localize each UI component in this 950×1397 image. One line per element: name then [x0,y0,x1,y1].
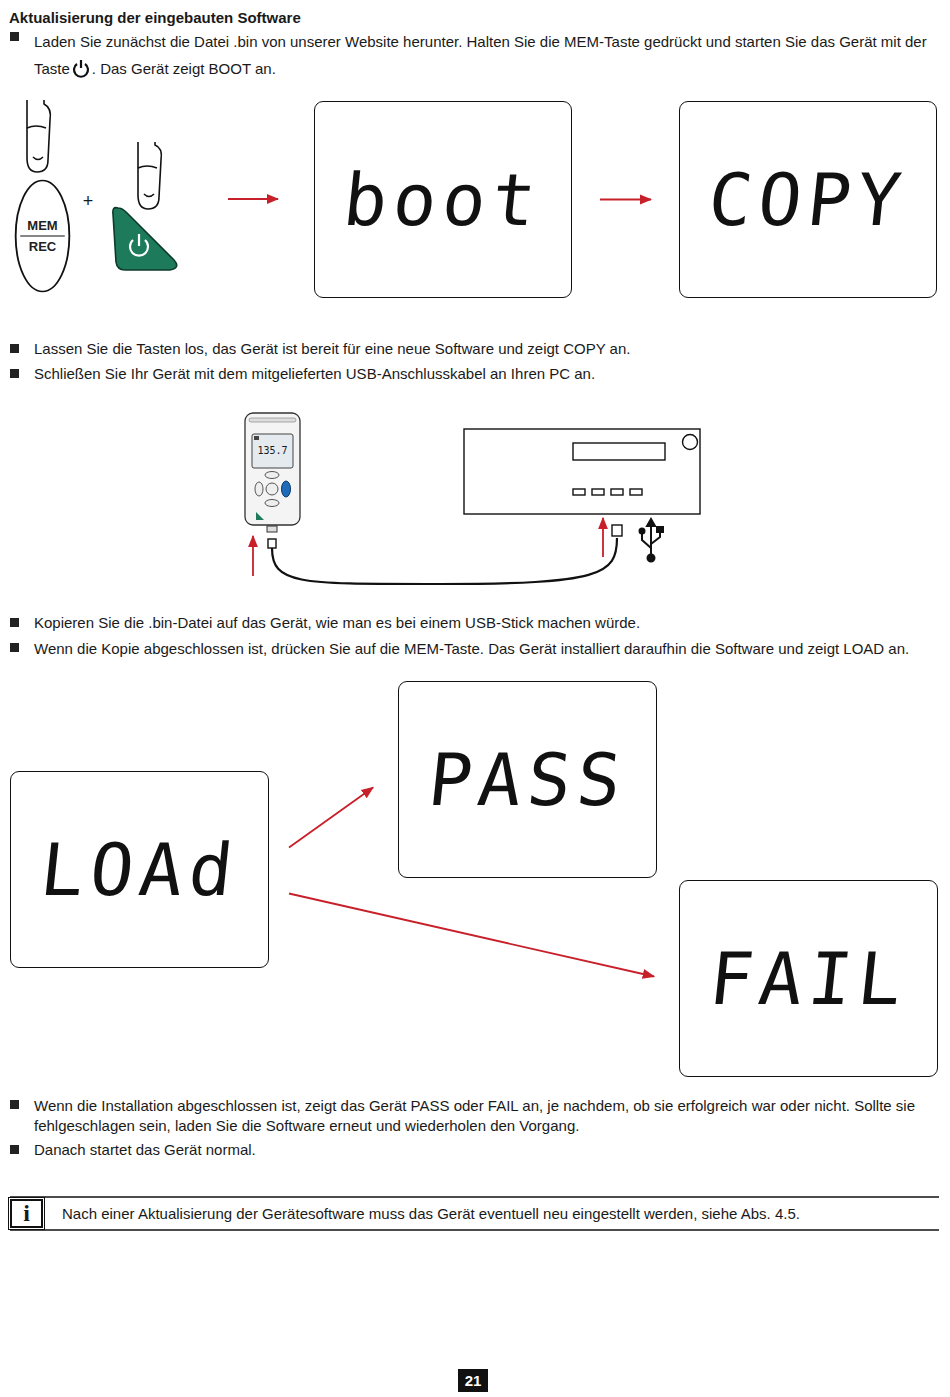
instruction-paragraph: Laden Sie zunächst die Datei .bin von un… [34,28,939,82]
usb-symbol [640,519,664,562]
pressing-finger [138,142,161,209]
note-text: Nach einer Aktualisierung der Gerätesoft… [62,1205,932,1223]
flow-arrow [600,199,651,201]
pointer-arrow [602,518,604,557]
instruction-text: Danach startet das Gerät normal. [34,1141,939,1159]
power-icon [71,58,91,78]
lcd-display: PASS [398,681,657,878]
lcd-text: boot [340,160,546,240]
button-outline [15,180,70,292]
flow-arrow [228,198,278,200]
lcd-text: PASS [425,740,631,820]
instruction-text: Schließen Sie Ihr Gerät mit dem mitgelie… [34,365,939,383]
mem-rec-button: MEM REC [15,180,70,292]
lcd-text: COPY [705,160,911,240]
pressing-finger [27,100,50,172]
button-label: REC [29,240,56,254]
display-reading: 135.7 [252,444,293,458]
power-button [113,208,177,270]
lcd-display: COPY [679,101,937,298]
instruction-text: . Das Gerät zeigt BOOT an. [92,60,276,77]
lcd-display: LOAd [10,771,269,968]
instruction-text: Lassen Sie die Tasten los, das Gerät ist… [34,340,939,358]
note-rule [10,1229,939,1230]
pc-drawing [464,429,700,514]
page-title: Aktualisierung der eingebauten Software [9,9,301,27]
info-icon: i [10,1199,43,1228]
lcd-text: FAIL [706,939,912,1019]
instruction-text: Kopieren Sie die .bin-Datei auf das Gerä… [34,614,939,632]
button-label: MEM [27,219,57,233]
lcd-text: LOAd [37,830,243,910]
bullet-squares [10,32,19,1154]
note-rule [10,1196,939,1197]
flow-arrow [289,894,654,977]
pointer-arrow [252,536,254,576]
instruction-text: Wenn die Installation abgeschlossen ist,… [34,1096,939,1136]
plus-sign: + [79,190,97,212]
instrument-drawing [245,413,300,548]
usb-cable [272,538,617,584]
lcd-display: boot [314,101,572,298]
usb-plug [612,525,622,536]
page-number-box [458,1369,488,1392]
page-number: 21 [458,1372,488,1390]
lcd-display: FAIL [679,880,938,1077]
instruction-text: Wenn die Kopie abgeschlossen ist, drücke… [34,639,939,659]
flow-arrow [289,788,373,848]
